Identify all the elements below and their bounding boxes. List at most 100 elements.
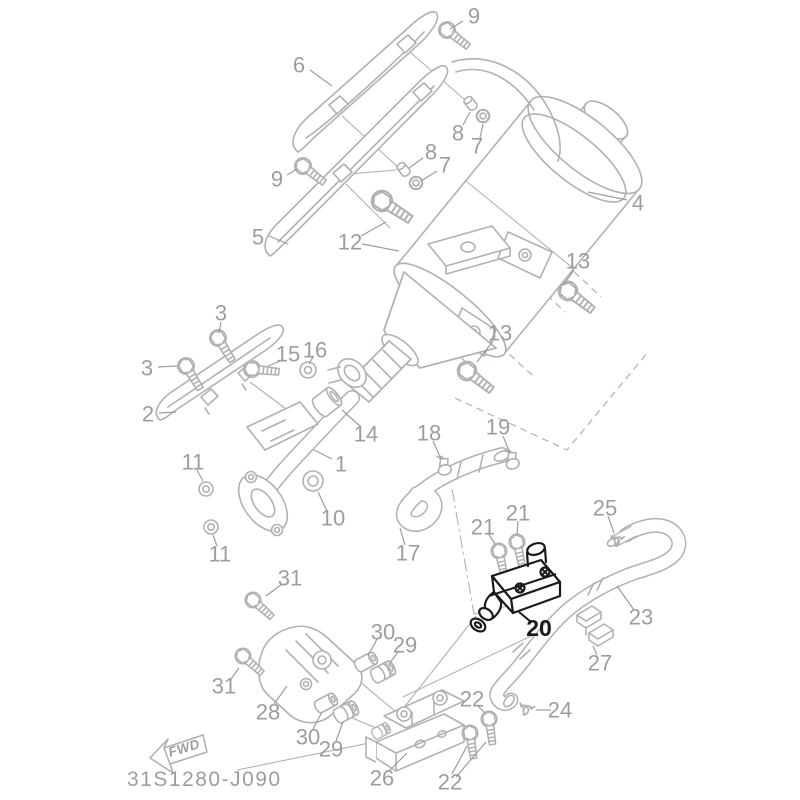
nut: [408, 175, 424, 191]
nut: [475, 108, 491, 124]
gasket-ring: [302, 470, 324, 492]
callout-28: 28: [256, 700, 280, 725]
front-pipe: [237, 358, 367, 537]
rubber-damper-14: [311, 386, 343, 418]
leader-line: [476, 340, 494, 363]
callout-7: 7: [471, 134, 483, 159]
washer: [203, 519, 219, 535]
callout-3: 3: [215, 301, 227, 326]
leader-line: [455, 741, 487, 778]
callout-23: 23: [629, 605, 653, 630]
callout-27: 27: [588, 651, 612, 676]
wire-clip-24: [516, 700, 536, 719]
leader-line: [361, 243, 400, 252]
callout-15: 15: [276, 342, 300, 367]
part-code-label: 31S1280-J090: [127, 768, 282, 791]
leader-line: [335, 721, 344, 742]
callout-21: 21: [471, 515, 495, 540]
leader-line: [487, 532, 496, 545]
leader-line: [313, 449, 333, 460]
callout-16: 16: [303, 338, 327, 363]
leader-line: [432, 440, 442, 460]
leader-line: [399, 527, 406, 546]
leader-line: [408, 157, 424, 169]
leader-line: [462, 111, 471, 126]
leader-line: [476, 704, 486, 714]
leader-line: [516, 520, 519, 536]
callout-11: 11: [182, 450, 205, 475]
bolt-13: [553, 276, 600, 319]
callout-6: 6: [293, 53, 305, 78]
plate5-wrap: [451, 58, 561, 162]
clamps-and-holders: [433, 446, 626, 719]
callout-12: 12: [338, 230, 362, 255]
stay-bracket-26: [311, 650, 465, 772]
leader-line: [268, 235, 289, 245]
highlighted-valve-20: [469, 541, 562, 633]
leader-line: [317, 491, 328, 512]
callout-2: 2: [142, 402, 154, 427]
leader-line: [157, 365, 178, 368]
leader-line: [449, 20, 464, 30]
callout-13: 13: [566, 249, 590, 274]
leader-line: [212, 534, 218, 547]
leader-line: [502, 435, 511, 454]
callout-5: 5: [252, 225, 264, 250]
leader-line: [308, 356, 314, 365]
callout-19: 19: [486, 415, 510, 440]
callout-29: 29: [393, 633, 417, 658]
bolt-13: [452, 356, 499, 399]
leader-line: [286, 168, 298, 176]
callout-10: 10: [321, 506, 345, 531]
leader-line: [518, 611, 532, 623]
callout-9: 9: [468, 4, 480, 29]
hose-17: [395, 447, 511, 532]
stud: [461, 94, 480, 113]
callout-9: 9: [271, 167, 283, 192]
callout-29: 29: [319, 737, 343, 762]
leader-line: [388, 650, 400, 665]
callout-8: 8: [425, 140, 437, 165]
pipe-shield: [246, 401, 319, 451]
leader-line: [420, 170, 438, 182]
leader-line: [360, 221, 387, 237]
callout-17: 17: [396, 541, 420, 566]
small-parts: [198, 94, 491, 535]
callout-24: 24: [548, 698, 572, 723]
callout-31: 31: [212, 674, 236, 699]
bolt-31: [241, 588, 279, 624]
bolt-9: [290, 153, 331, 190]
leader-line: [563, 269, 575, 285]
stud: [394, 160, 413, 179]
fwd-arrow: FWD: [149, 734, 208, 774]
leader-line: [196, 469, 204, 482]
bolt-12: [366, 185, 417, 229]
washer: [198, 481, 214, 497]
leader-line: [265, 583, 283, 597]
leader-line: [592, 645, 598, 656]
callout-25: 25: [593, 496, 617, 521]
callout-8: 8: [452, 121, 464, 146]
callout-31: 31: [278, 566, 302, 591]
leader-line: [218, 321, 222, 334]
leader-line: [479, 123, 484, 139]
leader-line: [312, 711, 323, 730]
leader-line: [341, 409, 362, 428]
callout-3: 3: [141, 356, 153, 381]
leader-line: [451, 745, 468, 775]
leader-line: [367, 638, 378, 657]
callout-22: 22: [438, 770, 462, 795]
callout-1: 1: [335, 452, 347, 477]
leader-line: [388, 752, 408, 772]
callout-4: 4: [632, 191, 644, 216]
leader-line: [230, 667, 240, 680]
callout-22: 22: [460, 687, 484, 712]
callout-18: 18: [417, 421, 441, 446]
leader-line: [587, 191, 628, 201]
leader-line: [267, 359, 284, 367]
leader-line: [607, 515, 615, 534]
washer-16: [299, 361, 317, 379]
